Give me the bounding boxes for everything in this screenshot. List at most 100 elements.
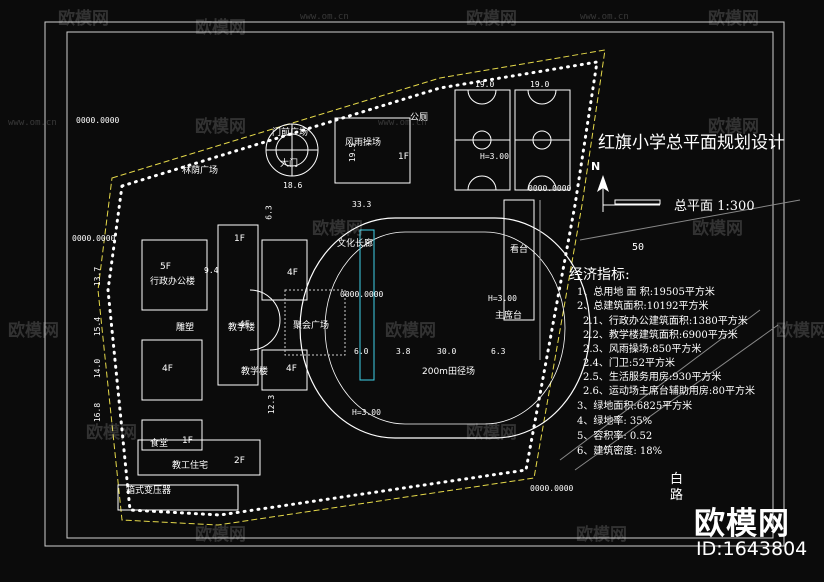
dim-text: 18.6 bbox=[283, 181, 303, 190]
dim-text: 6.3 bbox=[264, 205, 274, 220]
dim-text: 14.0 bbox=[93, 358, 103, 379]
label-teaching-2: 教学楼 bbox=[241, 367, 269, 377]
watermark-text: 欧模网 bbox=[576, 525, 627, 545]
watermark-text: 欧模网 bbox=[8, 321, 59, 341]
dim-text: 13.7 bbox=[93, 266, 103, 287]
watermark-text: 欧模网 bbox=[58, 9, 109, 29]
watermark-text: 欧模网 bbox=[86, 423, 137, 443]
economic-item: 2.6、运动场主席台辅助用房:80平方米 bbox=[583, 386, 755, 397]
label-culture-corridor: 文化长廊 bbox=[337, 239, 374, 249]
dim-text: 19.5 bbox=[348, 142, 358, 163]
watermark-text: 欧模网 bbox=[195, 117, 246, 137]
coord-text: 0000.0000 bbox=[530, 484, 574, 493]
teaching-building-3 bbox=[261, 349, 308, 391]
label-4f-c: 4F bbox=[286, 364, 297, 374]
stand bbox=[503, 199, 535, 321]
coord-text: 0000.0000 bbox=[72, 234, 116, 243]
watermark-text: 欧模网 bbox=[708, 117, 759, 137]
label-gym: 风雨操场 bbox=[345, 138, 382, 148]
watermark-text: 欧模网 bbox=[385, 321, 436, 341]
dim-text: 33.3 bbox=[352, 200, 372, 209]
label-track: 200m田径场 bbox=[422, 367, 475, 377]
brand-logo-text: 欧模网 bbox=[694, 506, 790, 542]
frame-inner bbox=[66, 31, 774, 539]
housing-building bbox=[137, 439, 261, 476]
label-forest-square: 林荫广场 bbox=[182, 166, 219, 176]
watermark-text: 欧模网 bbox=[466, 423, 517, 443]
label-4f-a: 4F bbox=[287, 268, 298, 278]
west-block bbox=[141, 339, 203, 401]
brand-id: ID:1643804 bbox=[696, 538, 808, 560]
dim-text: 6.3 bbox=[491, 347, 506, 356]
label-toilet: 公厕 bbox=[410, 113, 429, 123]
economic-item: 5、容积率: 0.52 bbox=[577, 431, 653, 442]
canteen-building bbox=[141, 419, 203, 451]
drawing-title: 红旗小学总平面规划设计 bbox=[598, 133, 785, 153]
label-rostrum: 主席台 bbox=[495, 311, 523, 321]
label-transformer: 箱式变压器 bbox=[126, 486, 172, 496]
watermark-url: www.om.cn bbox=[8, 118, 57, 128]
label-road: 白 路 bbox=[670, 472, 684, 503]
label-4f-d: 4F bbox=[239, 320, 250, 330]
boundary-trees bbox=[106, 60, 599, 517]
north-label: N bbox=[591, 160, 601, 173]
dim-text: 15.4 bbox=[93, 316, 103, 337]
teaching-arc bbox=[249, 289, 281, 351]
north-arrow-icon bbox=[597, 175, 609, 192]
coord-text: 0000.0000 bbox=[340, 290, 384, 299]
watermark-url: www.om.cn bbox=[580, 12, 629, 22]
label-4f-b: 4F bbox=[162, 364, 173, 374]
economic-item: 2、总建筑面积:10192平方米 bbox=[577, 301, 709, 312]
gathering-grid bbox=[284, 289, 346, 356]
label-sculpture: 雕塑 bbox=[176, 323, 195, 333]
watermark-text: 欧模网 bbox=[312, 219, 363, 239]
label-floor-1f: 1F bbox=[234, 234, 245, 244]
watermark-url: www.om.cn bbox=[378, 118, 427, 128]
economic-item: 2.5、生活服务用房:930平方米 bbox=[583, 372, 722, 383]
watermark-url: www.om.cn bbox=[300, 12, 349, 22]
dim-text: 30.0 bbox=[437, 347, 457, 356]
frame-outer bbox=[44, 21, 785, 547]
label-gate-square: 门前广场 bbox=[272, 128, 309, 138]
label-staff-housing: 教工住宅 bbox=[172, 461, 209, 471]
economic-item: 2.4、门卫:52平方米 bbox=[583, 358, 675, 369]
scale-label: 总平面 1:300 bbox=[674, 199, 755, 214]
watermark-text: 欧模网 bbox=[776, 321, 824, 341]
economic-item: 6、建筑密度: 18% bbox=[577, 446, 663, 457]
economic-item: 2.3、风雨操场:850平方米 bbox=[583, 344, 702, 355]
watermark-text: 欧模网 bbox=[195, 525, 246, 545]
elev-text: H=3.00 bbox=[352, 408, 381, 417]
label-canteen: 食堂 bbox=[150, 439, 169, 449]
economic-heading: 经济指标: bbox=[569, 267, 630, 283]
dim-text: 19.0 bbox=[475, 80, 495, 89]
running-track bbox=[299, 217, 591, 439]
label-staff-floor: 2F bbox=[234, 456, 245, 466]
dim-text: 16.8 bbox=[93, 402, 103, 423]
dim-text: 6.0 bbox=[354, 347, 369, 356]
coord-text: 0000.0000 bbox=[76, 116, 120, 125]
dim-text: 12.3 bbox=[267, 394, 277, 415]
watermark-text: 欧模网 bbox=[692, 219, 743, 239]
economic-item: 2.1、行政办公建筑面积:1380平方米 bbox=[583, 316, 748, 327]
label-gathering-square: 聚会广场 bbox=[293, 321, 330, 331]
label-stand: 看台 bbox=[510, 245, 529, 255]
site-boundary bbox=[97, 49, 606, 526]
economic-item: 1、总用地 面 积:19505平方米 bbox=[577, 287, 715, 298]
coord-text: 0000.0000 bbox=[528, 184, 572, 193]
economic-item: 4、绿地率: 35% bbox=[577, 416, 653, 427]
elev-text: H=3.00 bbox=[480, 152, 509, 161]
culture-corridor bbox=[359, 229, 375, 381]
dim-text: 19.0 bbox=[530, 80, 550, 89]
economic-item: 2.2、教学楼建筑面积:6900平方米 bbox=[583, 330, 738, 341]
dim-text: 3.8 bbox=[396, 347, 411, 356]
economic-item: 3、绿地面积:6825平方米 bbox=[577, 401, 693, 412]
watermark-text: 欧模网 bbox=[466, 9, 517, 29]
label-main-gate: 大门 bbox=[280, 159, 299, 169]
label-admin-floor: 5F bbox=[160, 262, 171, 272]
dim-text: 50 bbox=[632, 242, 645, 253]
gym-building bbox=[334, 117, 411, 184]
label-gym-floor: 1F bbox=[398, 152, 409, 162]
watermark-text: 欧模网 bbox=[195, 18, 246, 38]
